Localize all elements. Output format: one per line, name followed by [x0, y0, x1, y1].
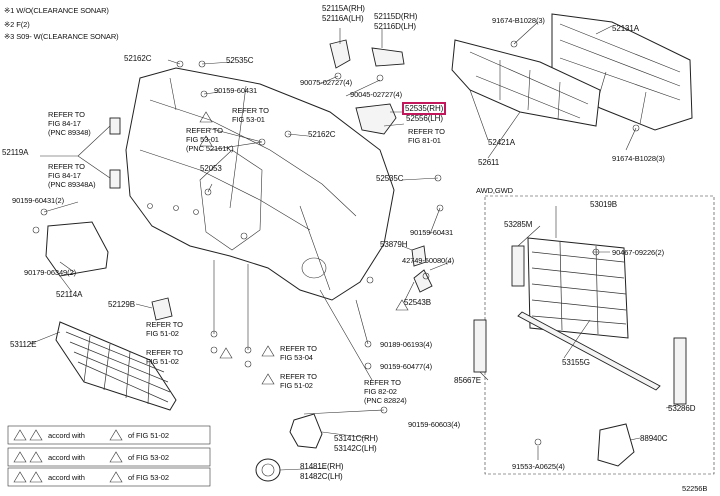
- label-52115d[interactable]: 52115D(RH): [374, 12, 418, 21]
- seal-53286d: [673, 337, 687, 405]
- label-refer-fig81[interactable]: REFER TO FIG 81-01: [408, 127, 445, 145]
- note-3: ※3 S09- W(CLEARANCE SONAR): [4, 32, 119, 41]
- fog-lamp-opening: [301, 257, 327, 279]
- bracket-52115a: [329, 39, 351, 69]
- label-52115a[interactable]: 52115A(RH): [322, 4, 365, 13]
- label-53019b[interactable]: 53019B: [590, 200, 617, 209]
- label-refer-82-02[interactable]: REFER TO FIG 82-02 (PNC 82824): [364, 378, 407, 405]
- label-91674-b[interactable]: 91674-B1028(3): [612, 154, 665, 163]
- reinforcement-ribs: [559, 23, 681, 125]
- bumper-cover: [125, 67, 395, 301]
- refer-triangles: [199, 111, 409, 385]
- cap-52129b: [151, 297, 173, 321]
- label-52129b[interactable]: 52129B: [108, 300, 135, 309]
- label-52131a[interactable]: 52131A: [612, 24, 639, 33]
- label-90159-a[interactable]: 90159-60431: [214, 86, 258, 95]
- seal-85667e: [473, 319, 487, 373]
- label-52116a[interactable]: 52116A(LH): [322, 14, 364, 23]
- label-90159-b[interactable]: 90159-60431(2): [12, 196, 64, 205]
- label-52543b[interactable]: 52543B: [404, 298, 431, 307]
- legend-suffix-2: of FIG 53-02: [128, 453, 169, 462]
- sensor-bracket-lower: [109, 169, 121, 189]
- seal-53285m: [511, 245, 525, 287]
- label-52053[interactable]: 52053: [200, 164, 222, 173]
- label-refer-84-17b[interactable]: REFER TO FIG 84-17 (PNC 89348A): [48, 162, 96, 189]
- label-52535-rh[interactable]: 52535(RH): [401, 102, 447, 115]
- duct-88940c: [597, 423, 635, 467]
- label-52535c-a[interactable]: 52535C: [226, 56, 254, 65]
- label-53285m[interactable]: 53285M: [504, 220, 533, 229]
- seal-53879h: [411, 245, 427, 267]
- shutter-louvers: [531, 241, 627, 335]
- label-53142c[interactable]: 53142C(LH): [334, 444, 377, 453]
- label-refer-51-02b[interactable]: REFER TO FIG 51-02: [146, 348, 183, 366]
- note-2: ※2 F(2): [4, 20, 30, 29]
- drive-label: AWD,GWD: [476, 186, 513, 195]
- label-88940c[interactable]: 88940C: [640, 434, 668, 443]
- label-81481e[interactable]: 81481E(RH): [300, 462, 344, 471]
- legend-text-3: accord with: [48, 473, 85, 482]
- label-90179[interactable]: 90179-06349(2): [24, 268, 76, 277]
- legend-text-2: accord with: [48, 453, 85, 462]
- label-81482c[interactable]: 81482C(LH): [300, 472, 343, 481]
- legend-row-1: [7, 425, 211, 445]
- label-53141c[interactable]: 53141C(RH): [334, 434, 378, 443]
- label-52116d[interactable]: 52116D(LH): [374, 22, 416, 31]
- label-52162c-b[interactable]: 52162C: [308, 130, 336, 139]
- label-85667e[interactable]: 85667E: [454, 376, 481, 385]
- label-90159-d[interactable]: 90159-60477(4): [380, 362, 432, 371]
- absorber-ribs: [469, 51, 589, 121]
- legend-row-2: [7, 447, 211, 467]
- fog-lamp-cover: [289, 413, 323, 449]
- label-91553[interactable]: 91553-A0625(4): [512, 462, 565, 471]
- label-52119a[interactable]: 52119A: [2, 148, 29, 157]
- fog-lamp-bezel: [255, 458, 281, 482]
- legend-suffix-3: of FIG 53-02: [128, 473, 169, 482]
- label-refer-53-01a[interactable]: REFER TO FIG 53-01: [232, 106, 269, 124]
- license-plate-bracket: [45, 221, 109, 277]
- label-52535c-b[interactable]: 52535C: [376, 174, 404, 183]
- diagram-id: 52256B: [682, 484, 708, 493]
- label-53112e[interactable]: 53112E: [10, 340, 37, 349]
- label-90159-c[interactable]: 90159-60431: [410, 228, 454, 237]
- label-refer-51-02c[interactable]: REFER TO FIG 51-02: [280, 372, 317, 390]
- seal-53155g: [517, 311, 661, 391]
- legend-suffix-1: of FIG 51-02: [128, 431, 169, 440]
- grille-mesh: [65, 331, 171, 405]
- label-42749[interactable]: 42749-50080(4): [402, 256, 454, 265]
- label-91674-a[interactable]: 91674-B1028(3): [492, 16, 545, 25]
- label-90159-e[interactable]: 90159-60603(4): [408, 420, 460, 429]
- note-1: ※1 W/O(CLEARANCE SONAR): [4, 6, 109, 15]
- legend-triangles: [13, 429, 123, 483]
- label-53155g[interactable]: 53155G: [562, 358, 590, 367]
- label-52162c-a[interactable]: 52162C: [124, 54, 152, 63]
- label-52421a[interactable]: 52421A: [488, 138, 515, 147]
- label-90189[interactable]: 90189-06193(4): [380, 340, 432, 349]
- side-support-52535: [355, 103, 397, 135]
- label-90075[interactable]: 90075-02727(4): [300, 78, 352, 87]
- label-52556-lh[interactable]: 52556(LH): [406, 114, 443, 123]
- sensor-bracket-upper: [109, 117, 121, 135]
- legend-row-3: [7, 467, 211, 487]
- label-52114a[interactable]: 52114A: [56, 290, 83, 299]
- leader-lines: [29, 21, 681, 471]
- label-refer-53-01b[interactable]: REFER TO FIG 53-01 (PNC 52161K): [186, 126, 234, 153]
- label-refer-84-17a[interactable]: REFER TO FIG 84-17 (PNC 89348): [48, 110, 91, 137]
- label-refer-51-02a[interactable]: REFER TO FIG 51-02: [146, 320, 183, 338]
- bracket-52115d: [371, 47, 405, 67]
- bumper-contours: [139, 77, 357, 291]
- retainer-52543b: [413, 269, 433, 293]
- label-90467[interactable]: 90467-09226(2): [612, 248, 664, 257]
- label-53286d[interactable]: 53286D: [668, 404, 696, 413]
- label-90045[interactable]: 90045-02727(4): [350, 90, 402, 99]
- grille-shutter-assembly: [527, 237, 629, 339]
- label-53879h[interactable]: 53879H: [380, 240, 408, 249]
- legend-text-1: accord with: [48, 431, 85, 440]
- label-refer-53-04[interactable]: REFER TO FIG 53-04: [280, 344, 317, 362]
- spindle-grille-outline: [199, 149, 263, 251]
- label-52611[interactable]: 52611: [478, 158, 500, 167]
